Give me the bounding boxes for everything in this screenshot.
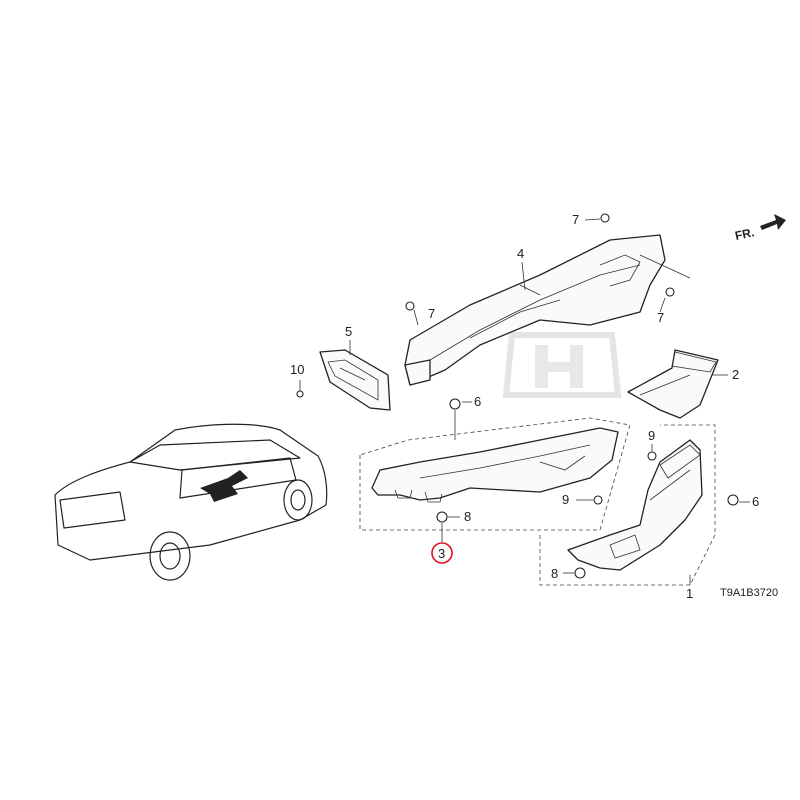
part-3-rear-duct: 6 9 8 [371,394,619,542]
callout-1: 1 [686,586,693,601]
callout-7-right: 7 [657,310,664,325]
vehicle-silhouette [54,423,328,581]
callout-9-left: 9 [562,492,569,507]
direction-label: FR. [734,225,756,243]
part-4-front-duct: 4 7 7 7 [404,212,691,386]
front-direction-indicator: FR. [734,214,786,243]
part-5-bracket: 5 10 [290,324,391,411]
drawing-code: T9A1B3720 [720,587,778,599]
arrow-icon [760,214,786,230]
part-1-boundary [539,424,716,586]
callout-6-left: 6 [474,394,481,409]
callout-3: 3 [438,546,445,561]
duct-location-marker [200,470,248,502]
callout-4: 4 [517,246,524,261]
highlight-ring [431,542,453,564]
part-2-duct: 2 [627,349,739,419]
callout-10: 10 [290,362,304,377]
callout-7-top: 7 [572,212,579,227]
callout-6-right: 6 [752,494,759,509]
callout-8-left: 8 [464,509,471,524]
callout-3-highlight[interactable]: 3 [431,542,453,564]
part-3-boundary [359,417,631,531]
callout-7-left: 7 [428,306,435,321]
callout-5: 5 [345,324,352,339]
honda-watermark [502,332,622,398]
callout-2: 2 [732,367,739,382]
part-1-duct: 1 9 6 8 [551,428,759,601]
callout-8-right: 8 [551,566,558,581]
callout-9-right: 9 [648,428,655,443]
